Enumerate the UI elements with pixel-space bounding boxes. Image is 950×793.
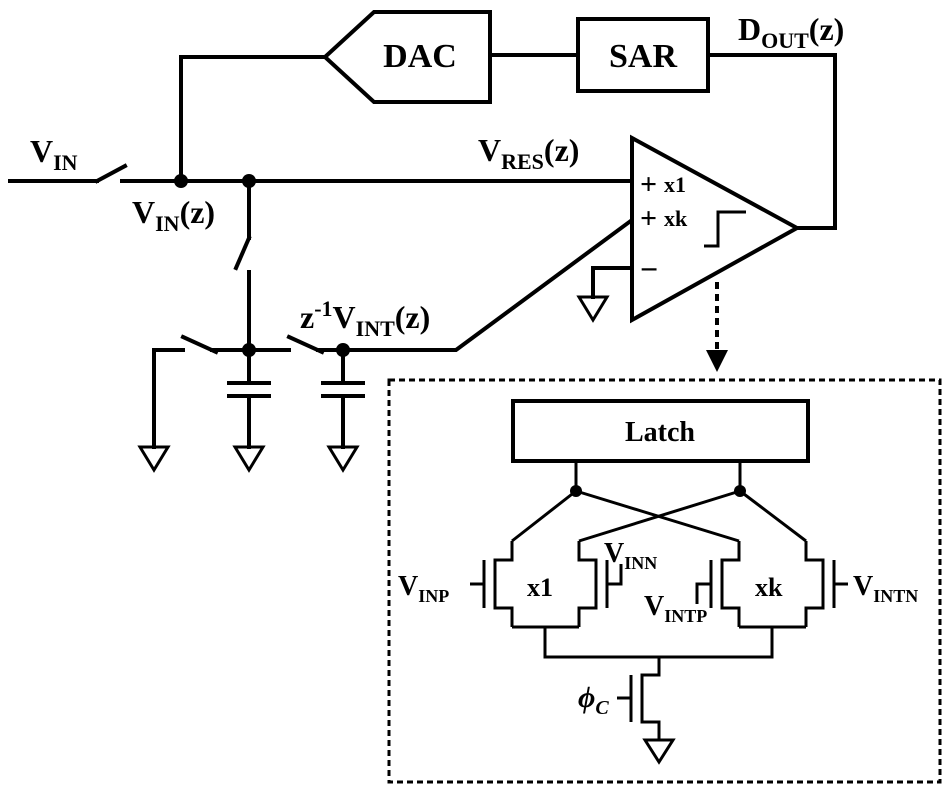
comparator-plus-1: + [640,168,657,201]
wire-comparator-minus-gnd [591,266,634,299]
vintn-label: VINTN [853,571,918,606]
transistor-vinp [470,541,514,627]
wire-dac-to-vinz [179,55,327,183]
latch-label: Latch [625,417,695,448]
vinp-label: VINP [398,571,449,606]
comparator-minus: − [640,251,658,287]
wire-source-tail [543,627,774,659]
ground-symbol-comparator [576,295,610,323]
transistor-tail-clock [617,657,661,740]
ground-symbol-1 [137,445,171,473]
ground-symbol-2 [232,445,266,473]
comparator-gain-xk: xk [664,206,688,231]
latch-block [511,399,810,463]
clock-phi-label: ϕC [578,681,609,719]
ground-symbol-tail [642,738,676,765]
wire-left-node-outer [511,489,577,543]
pair-label-x1: x1 [527,573,553,602]
inset-arrow-head [706,350,728,372]
dac-label: DAC [383,38,457,75]
node-cap1 [242,343,256,357]
comparator-triangle [630,134,802,324]
comparator-gain-x1: x1 [664,172,686,197]
branch-switch [233,235,252,271]
vinz-label: VIN(z) [132,194,215,236]
vint-label: z-1VINT(z) [300,296,430,341]
sar-label: SAR [609,38,677,75]
ground-symbol-3 [326,445,360,473]
input-switch [94,163,128,184]
vinn-label: VINN [604,538,657,573]
comparator-plus-2: + [640,202,657,235]
transistor-vintn [804,541,848,627]
vin-label: VIN [30,133,78,175]
wire-vint [316,217,635,352]
vres-label: VRES(z) [478,132,579,174]
wire-right-node-outer [739,489,807,543]
transistor-vinn [577,541,623,627]
transistor-vintp [695,541,741,627]
comparator-step-icon [704,210,746,248]
wire-dout [706,53,837,230]
wire-reset-gnd [152,348,185,449]
inset-box [387,378,942,784]
vintp-label: VINTP [644,591,707,626]
dout-label: DOUT(z) [738,11,844,53]
node-vinz [174,174,188,188]
wire-right-node-cross [578,489,741,543]
pair-label-xk: xk [755,573,783,602]
